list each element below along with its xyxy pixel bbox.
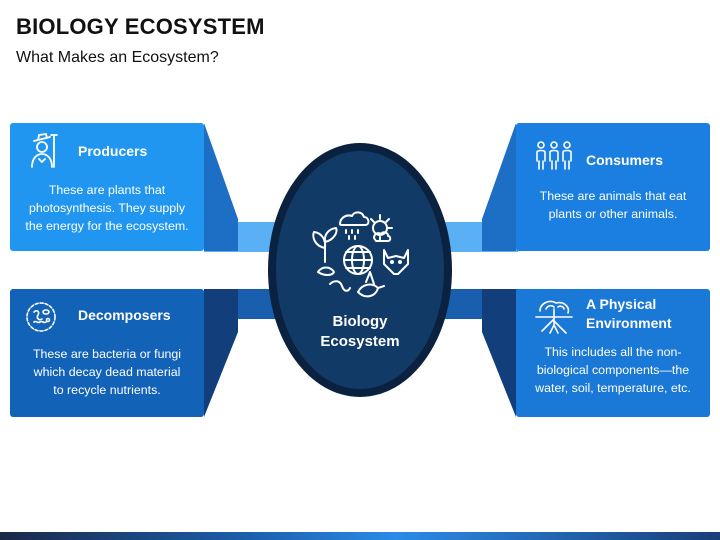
physical-desc-line2: biological components—the [536, 363, 690, 377]
ecosystem-icon-cluster [312, 211, 409, 298]
footer-accent-bar [0, 532, 720, 540]
center-label: Biology Ecosystem [298, 312, 422, 352]
physical-environment-card: A Physical Environment This includes all… [516, 289, 710, 417]
decomposers-card-bg [10, 289, 204, 417]
fox-icon [383, 249, 409, 275]
decomposers-side-face [204, 289, 238, 417]
physical-desc-line3: water, soil, temperature, etc. [535, 381, 691, 395]
physical-environment-description: This includes all the non- biological co… [520, 343, 706, 397]
producers-desc-line1: These are plants that [48, 183, 166, 197]
center-label-line2: Ecosystem [320, 333, 400, 350]
worm-icon [317, 266, 351, 292]
physical-card-bg [516, 289, 710, 417]
decomposers-desc-line3: to recycle nutrients. [53, 383, 161, 397]
consumers-card-bg [516, 123, 710, 251]
producers-title: Producers [78, 143, 148, 159]
page-title: BIOLOGY ECOSYSTEM [16, 14, 265, 39]
physical-title-line2: Environment [586, 315, 672, 331]
center-oval [276, 151, 444, 389]
seedling-icon [312, 227, 338, 263]
bacteria-icon [26, 302, 56, 332]
physical-side-face [482, 289, 516, 417]
producers-card: Producers These are plants that photosyn… [10, 123, 204, 251]
producers-card-bg [10, 123, 204, 251]
rain-cloud-icon [339, 211, 370, 240]
producers-side-face [204, 123, 238, 251]
producers-desc-line3: the energy for the ecosystem. [25, 219, 189, 233]
producers-desc-line2: photosynthesis. They supply [28, 201, 186, 215]
physical-title-line1: A Physical [586, 296, 657, 312]
consumers-desc-line1: These are animals that eat [539, 189, 687, 203]
tree-roots-icon [535, 300, 573, 334]
people-group-icon [536, 141, 572, 170]
decomposers-desc-line1: These are bacteria or fungi [32, 347, 182, 361]
producers-description: These are plants that photosynthesis. Th… [14, 181, 200, 235]
decomposers-desc-line2: which decay dead material [33, 365, 181, 379]
bird-icon [357, 271, 385, 298]
consumers-description: These are animals that eat plants or oth… [520, 187, 706, 223]
consumers-card: Consumers These are animals that eat pla… [516, 123, 710, 251]
page-subtitle: What Makes an Ecosystem? [16, 49, 219, 66]
physical-environment-title: A Physical Environment [586, 295, 672, 333]
decomposers-description: These are bacteria or fungi which decay … [14, 345, 200, 399]
globe-icon [343, 245, 373, 275]
physical-desc-line1: This includes all the non- [544, 345, 682, 359]
consumers-side-face [482, 123, 516, 251]
consumers-desc-line2: plants or other animals. [548, 207, 678, 221]
consumers-title: Consumers [586, 152, 664, 168]
center-label-line1: Biology [332, 313, 388, 330]
sun-cloud-icon [370, 214, 393, 242]
decomposers-card: Decomposers These are bacteria or fungi … [10, 289, 204, 417]
farmer-icon [31, 133, 58, 168]
decomposers-title: Decomposers [78, 307, 171, 323]
